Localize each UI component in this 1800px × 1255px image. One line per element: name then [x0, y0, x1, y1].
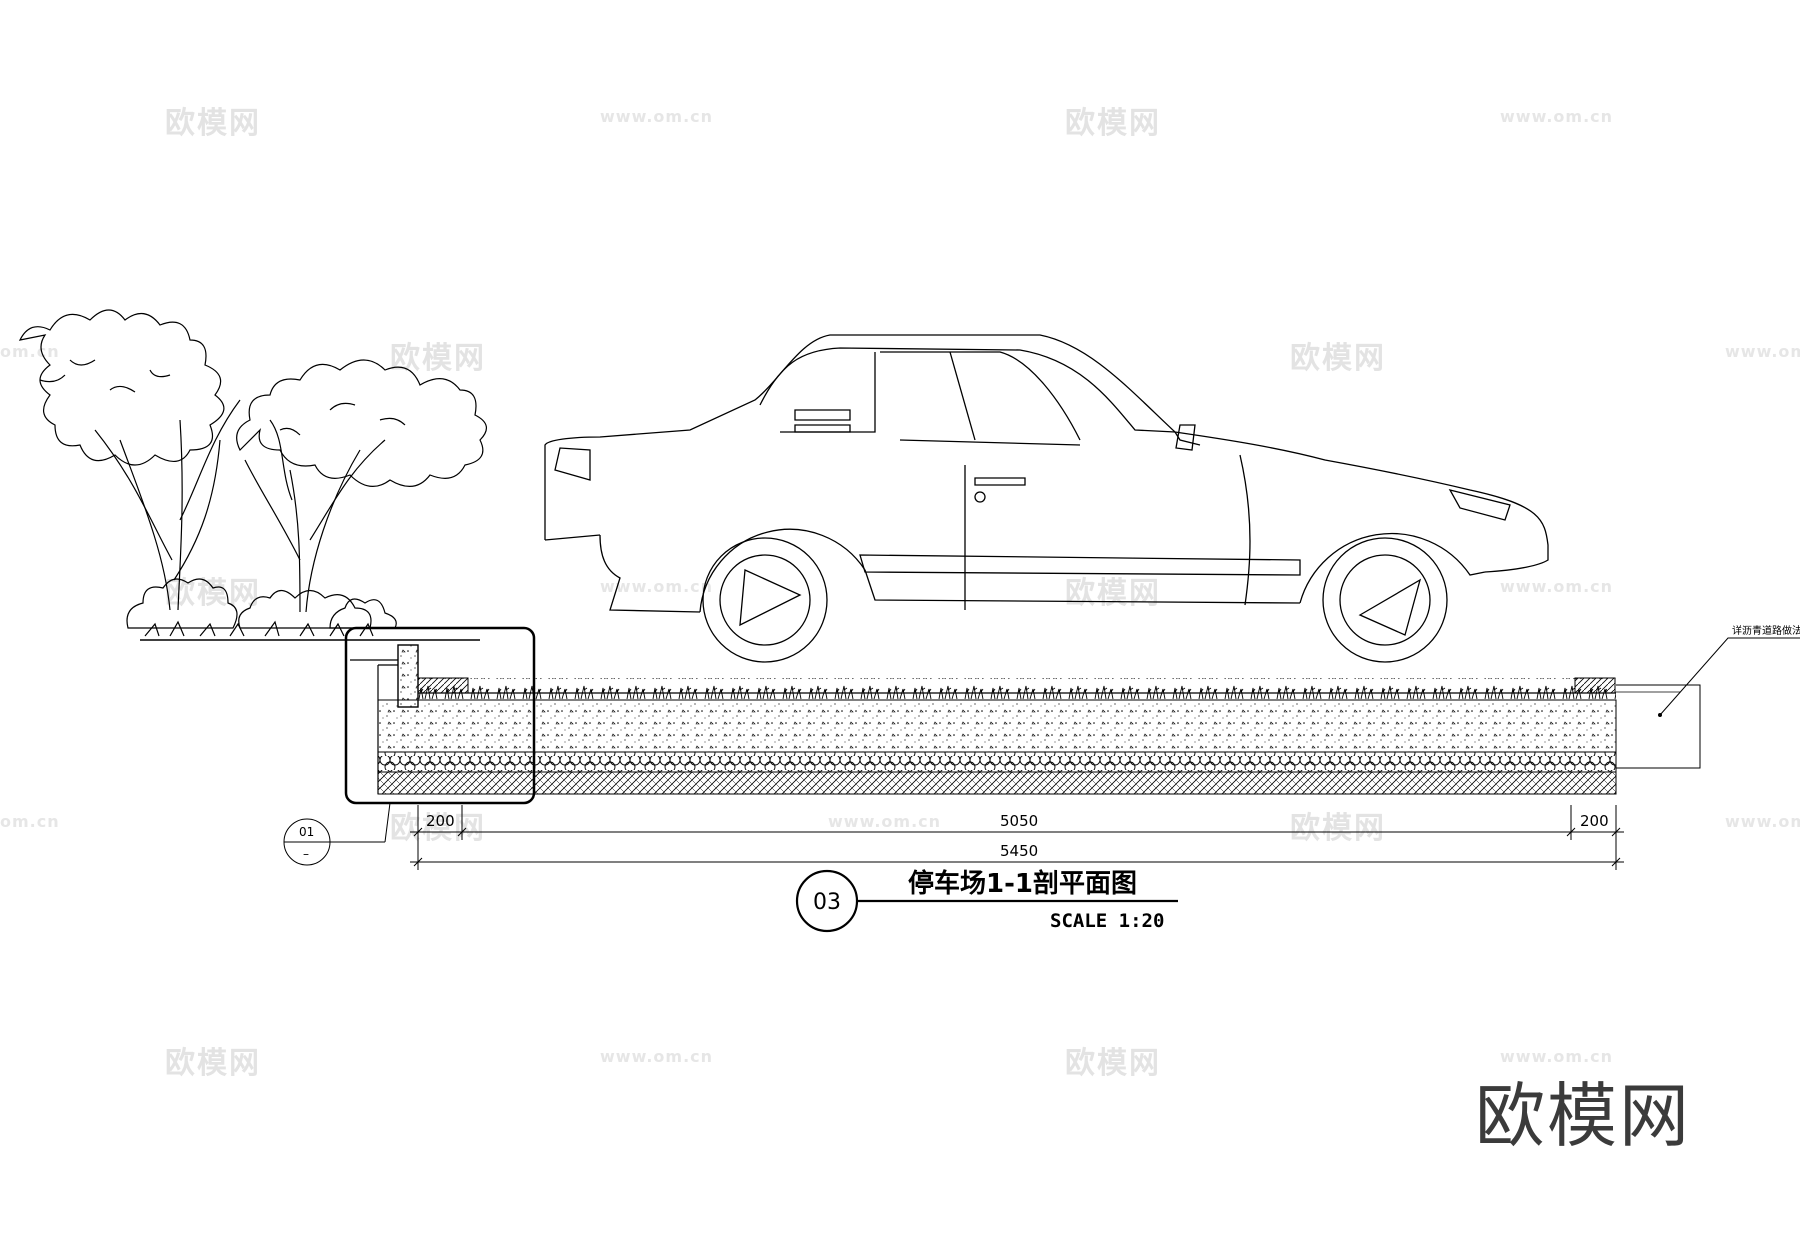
- drawing-title: 停车场1-1剖平面图: [908, 868, 1137, 899]
- tree-group: [18, 309, 487, 641]
- watermark-url: www.om.cn: [1725, 812, 1800, 831]
- watermark-brand: 欧模网: [165, 576, 261, 611]
- watermark-url: www.om.cn: [1725, 342, 1800, 361]
- watermark-brand: 欧模网: [1065, 1046, 1161, 1081]
- dim-right: 200: [1580, 812, 1609, 830]
- detail-ref-number: 01: [299, 825, 314, 839]
- watermark-url: www.om.cn: [600, 1047, 714, 1066]
- watermark-brand: 欧模网: [390, 811, 486, 846]
- callout-leader: 详沥青道路做法: [1658, 624, 1800, 717]
- brand-logo: 欧模网: [1475, 1075, 1691, 1157]
- dim-total: 5450: [1000, 842, 1038, 860]
- watermark-url: om.cn: [0, 812, 60, 831]
- section-number: 03: [813, 890, 841, 915]
- callout-note: 详沥青道路做法: [1732, 624, 1800, 637]
- watermark-url: www.om.cn: [600, 577, 714, 596]
- drawing-scale: SCALE 1:20: [1050, 910, 1164, 932]
- dimension-lines: [410, 805, 1624, 870]
- dim-middle: 5050: [1000, 812, 1038, 830]
- watermark-url: www.om.cn: [1500, 107, 1614, 126]
- dim-left: 200: [426, 812, 455, 830]
- watermark-url: www.om.cn: [600, 107, 714, 126]
- car: [544, 334, 1549, 663]
- watermark-brand: 欧模网: [390, 341, 486, 376]
- detail-callout-box: [344, 626, 536, 805]
- watermark-url: www.om.cn: [1500, 577, 1614, 596]
- watermark-brand: 欧模网: [165, 106, 261, 141]
- detail-ref-sheet: –: [303, 847, 309, 861]
- title-block: 03 停车场1-1剖平面图 SCALE 1:20: [795, 868, 1178, 933]
- watermark-brand: 欧模网: [165, 1046, 261, 1081]
- watermark-brand: 欧模网: [1065, 106, 1161, 141]
- watermark-url: www.om.cn: [828, 812, 942, 831]
- watermark-url: www.om.cn: [1500, 1047, 1614, 1066]
- watermark-brand: 欧模网: [1290, 811, 1386, 846]
- watermark-brand: 欧模网: [1290, 341, 1386, 376]
- pavement-section: [350, 644, 1701, 795]
- detail-reference-marker: 01 –: [283, 802, 391, 866]
- watermark-brand: 欧模网: [1065, 576, 1161, 611]
